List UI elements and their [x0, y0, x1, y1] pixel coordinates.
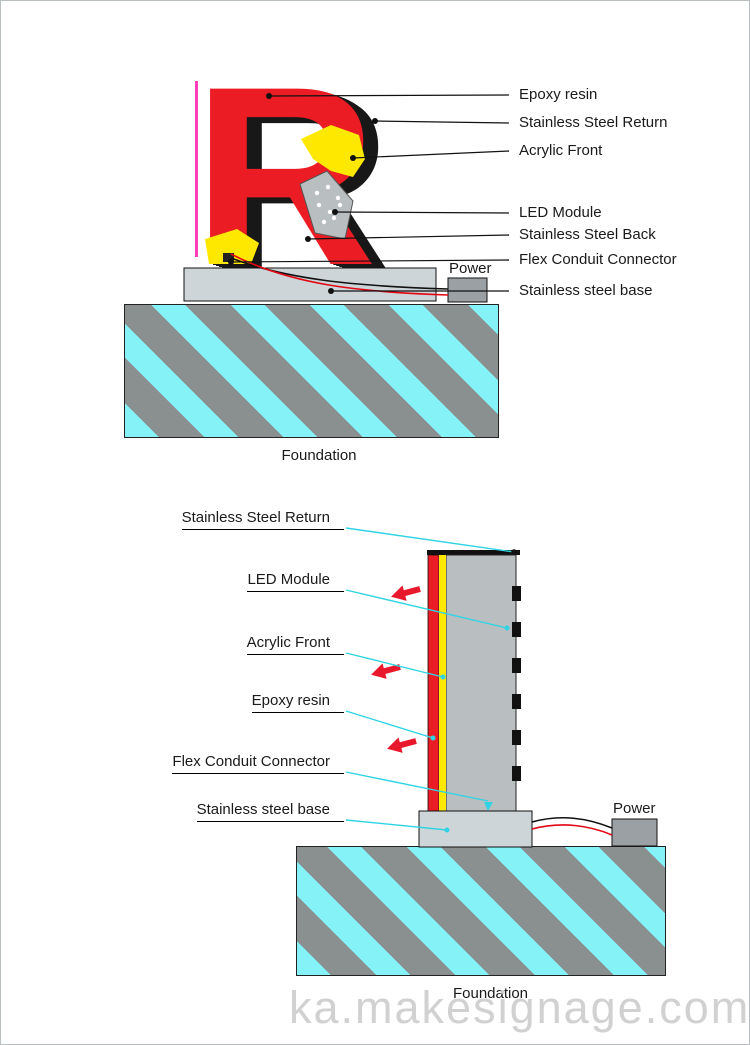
flex-leader-arrowhead: [484, 802, 493, 811]
side-label-epoxy-resin: Epoxy resin: [251, 692, 344, 713]
flex-conduit-connector-top: [223, 253, 234, 262]
top-label-led-module: LED Module: [519, 204, 602, 221]
stainless-return-body: [445, 554, 517, 812]
power-box-top: [447, 277, 488, 303]
wire-black-side: [531, 816, 613, 829]
top-power-label: Power: [449, 260, 492, 277]
led-dashes: [512, 586, 521, 781]
top-leader-lines: [230, 94, 510, 292]
side-label-stainless-return: Stainless Steel Return: [181, 509, 344, 530]
top-label-acrylic-front: Acrylic Front: [519, 142, 603, 159]
led-module-patch: [299, 170, 354, 240]
return-corner-dot: [511, 549, 517, 555]
side-power-label: Power: [613, 800, 656, 817]
power-box-side: [611, 818, 658, 847]
side-label-stainless-base: Stainless steel base: [196, 801, 344, 822]
side-leader-dots: [430, 625, 510, 833]
base-plate-top: [183, 267, 437, 302]
section-top-cap: [427, 550, 520, 555]
top-label-flex-conduit: Flex Conduit Connector: [519, 251, 677, 268]
top-label-stainless-return: Stainless Steel Return: [519, 114, 668, 131]
led-dots: [314, 184, 343, 225]
foundation-side-block: [296, 846, 666, 976]
wire-red-top: [230, 253, 449, 296]
wire-red-side: [531, 824, 613, 836]
epoxy-resin-strip: [427, 554, 440, 812]
top-label-stainless-base: Stainless steel base: [519, 282, 653, 299]
acrylic-patch-bottom: [205, 229, 259, 264]
top-foundation-label: Foundation: [281, 447, 357, 464]
watermark: ka.makesignage.com: [289, 982, 750, 1033]
acrylic-front-strip: [439, 555, 446, 811]
foundation-top-block: [124, 304, 499, 438]
side-label-led-module: LED Module: [247, 571, 344, 592]
acrylic-patch-top: [301, 125, 365, 177]
top-label-stainless-back: Stainless Steel Back: [519, 226, 656, 243]
top-label-epoxy-resin: Epoxy resin: [519, 86, 598, 103]
side-label-flex-conduit: Flex Conduit Connector: [172, 753, 344, 774]
side-foundation-label: Foundation: [452, 985, 529, 1002]
light-arrows: [371, 585, 421, 753]
magenta-edge-highlight: [195, 81, 198, 257]
wire-black-top: [230, 257, 449, 290]
top-leader-dots: [228, 93, 378, 294]
side-leader-lines: [345, 527, 515, 831]
side-label-acrylic-front: Acrylic Front: [246, 634, 344, 655]
